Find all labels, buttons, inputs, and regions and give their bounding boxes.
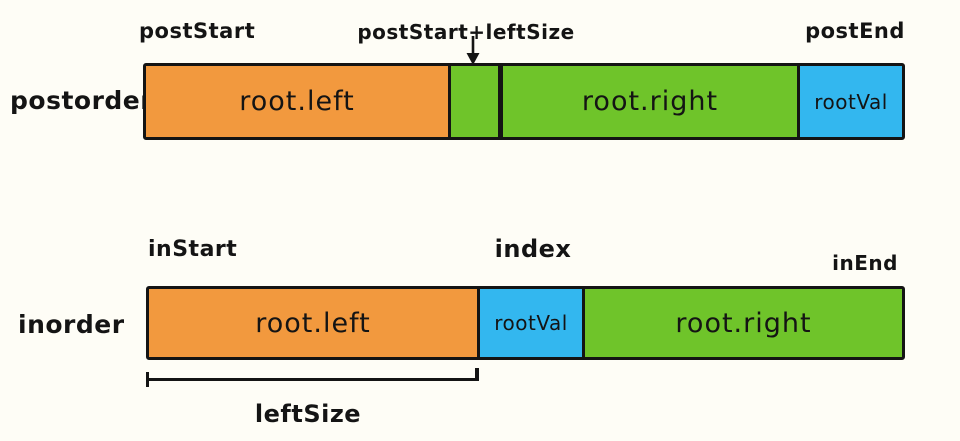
inorder-right-subtree-segment: root.right [585,289,902,357]
inorder-end-marker: inEnd [832,251,898,275]
inorder-array-bar: root.left rootVal root.right [146,286,905,360]
inorder-index-marker: index [494,235,572,263]
postorder-right-subtree-segment: root.right [503,66,797,137]
postorder-right-subtree-start-segment [448,66,498,137]
inorder-start-marker: inStart [148,237,238,262]
segment-label: root.left [239,86,355,117]
postorder-row-label: postorder [10,86,154,115]
segment-label: rootVal [494,311,568,335]
inorder-left-subtree-segment: root.left [149,289,477,357]
segment-label: root.left [255,307,371,339]
postorder-end-marker: postEnd [805,19,905,43]
postorder-split-marker: postStart+leftSize [357,20,575,44]
down-arrow-icon [466,36,480,65]
left-size-bracket [146,378,479,381]
left-size-bracket-left-tick [146,372,149,387]
postorder-start-marker: postStart [139,19,256,43]
postorder-left-subtree-segment: root.left [146,66,448,137]
segment-label: root.right [581,86,719,117]
left-size-label: leftSize [254,400,362,428]
segment-label: root.right [675,307,812,339]
inorder-row-label: inorder [18,310,125,339]
postorder-root-value-segment: rootVal [797,66,902,137]
postorder-array-bar: root.left root.right rootVal [143,63,905,140]
segment-label: rootVal [814,89,888,114]
split-divider-line [498,66,503,137]
inorder-root-value-segment: rootVal [477,289,585,357]
left-size-bracket-right-tick [475,368,479,381]
